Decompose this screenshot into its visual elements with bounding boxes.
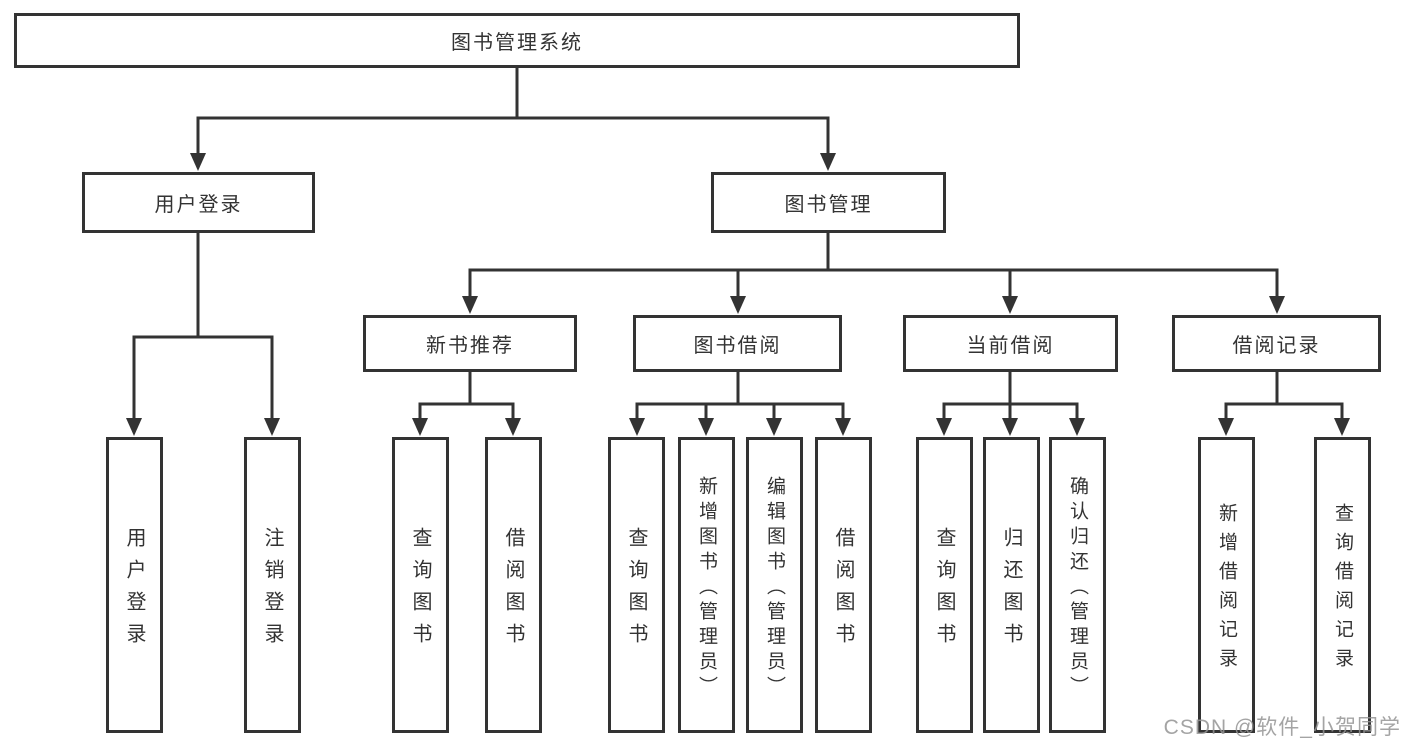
csdn-watermark: CSDN @软件_小贺同学 — [1163, 716, 1401, 739]
leaf-query-book-2-label: 查询图书 — [625, 527, 647, 655]
node-root-label: 图书管理系统 — [451, 32, 583, 54]
leaf-query-book-1: 查询图书 — [392, 437, 449, 733]
leaf-borrow-book-1: 借阅图书 — [485, 437, 542, 733]
node-book-borrow-label: 图书借阅 — [693, 335, 782, 357]
leaf-add-borrow-record-label: 新增借阅记录 — [1216, 503, 1237, 677]
leaf-edit-book-admin-label: 编辑图书（管理员） — [764, 475, 785, 701]
leaf-return-book: 归还图书 — [983, 437, 1040, 733]
node-new-book-recommend: 新书推荐 — [363, 315, 577, 372]
node-borrow-record-label: 借阅记录 — [1232, 335, 1321, 357]
node-user-login: 用户登录 — [82, 172, 315, 233]
connector-strokes — [132, 68, 1344, 420]
leaf-confirm-return-admin-label: 确认归还（管理员） — [1067, 475, 1088, 701]
node-borrow-record: 借阅记录 — [1172, 315, 1381, 372]
arrowheads — [126, 153, 1350, 436]
leaf-query-book-2: 查询图书 — [608, 437, 665, 733]
leaf-borrow-book-2-label: 借阅图书 — [832, 527, 854, 655]
leaf-add-borrow-record: 新增借阅记录 — [1198, 437, 1255, 733]
leaf-logout: 注销登录 — [244, 437, 301, 733]
leaf-query-book-3-label: 查询图书 — [933, 527, 955, 655]
node-current-borrow-label: 当前借阅 — [966, 335, 1055, 357]
leaf-query-book-3: 查询图书 — [916, 437, 973, 733]
node-book-borrow: 图书借阅 — [633, 315, 842, 372]
leaf-return-book-label: 归还图书 — [1000, 527, 1022, 655]
leaf-user-login: 用户登录 — [106, 437, 163, 733]
leaf-add-book-admin-label: 新增图书（管理员） — [696, 475, 717, 701]
node-current-borrow: 当前借阅 — [903, 315, 1118, 372]
node-root: 图书管理系统 — [14, 13, 1020, 68]
leaf-user-login-label: 用户登录 — [123, 527, 145, 655]
leaf-query-book-1-label: 查询图书 — [409, 527, 431, 655]
leaf-borrow-book-2: 借阅图书 — [815, 437, 872, 733]
leaf-query-borrow-record-label: 查询借阅记录 — [1332, 503, 1353, 677]
leaf-query-borrow-record: 查询借阅记录 — [1314, 437, 1371, 733]
leaf-confirm-return-admin: 确认归还（管理员） — [1049, 437, 1106, 733]
leaf-add-book-admin: 新增图书（管理员） — [678, 437, 735, 733]
leaf-logout-label: 注销登录 — [261, 527, 283, 655]
leaf-edit-book-admin: 编辑图书（管理员） — [746, 437, 803, 733]
leaf-borrow-book-1-label: 借阅图书 — [502, 527, 524, 655]
node-book-management: 图书管理 — [711, 172, 946, 233]
node-user-login-label: 用户登录 — [154, 194, 243, 216]
node-new-book-recommend-label: 新书推荐 — [426, 335, 514, 357]
node-book-management-label: 图书管理 — [784, 194, 873, 216]
